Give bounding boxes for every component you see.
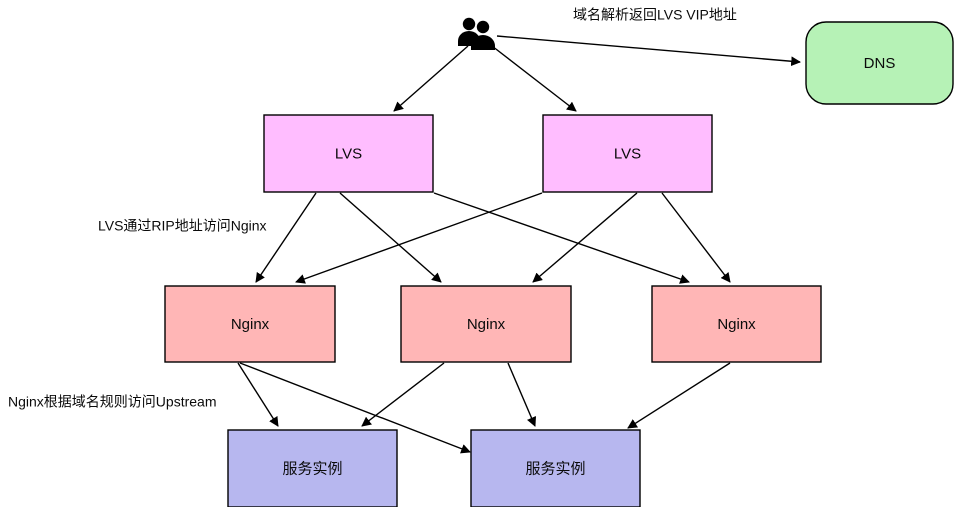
node-service-1[interactable]: 服务实例 [227,429,398,507]
node-dns-label: DNS [864,55,896,72]
node-nginx-1-shape[interactable] [164,285,336,363]
node-lvs-1[interactable]: LVS [263,114,434,193]
node-lvs-2[interactable]: LVS [542,114,713,193]
edges-layer [237,35,801,454]
node-lvs-2-label: LVS [614,145,641,162]
node-dns[interactable]: DNS [805,21,954,105]
edge-users-lvs2 [491,45,577,112]
node-service-2-shape[interactable] [470,429,641,507]
edge-lvs1-nginx1 [255,192,317,283]
edge-nginx1-svc2 [239,362,471,454]
edge-nginx3-svc2 [627,362,731,429]
edge-lvs2-nginx2 [532,192,638,283]
edge-nginx2-svc1 [361,362,445,427]
edge-labels-layer: 域名解析返回LVS VIP地址 LVS通过RIP地址访问NginxNginx根据域… [8,7,737,410]
users-icon [458,17,495,50]
node-service-2-label: 服务实例 [525,460,585,477]
edge-lvs2-nginx1 [295,192,543,284]
edge-nginx2-svc2 [507,362,537,427]
edge-lvs1-nginx3 [433,192,690,284]
node-nginx-3-shape[interactable] [651,285,822,363]
label-lvs-rip: LVS通过RIP地址访问Nginx [98,218,267,234]
node-nginx-2-label: Nginx [467,316,506,333]
node-nginx-3-label: Nginx [717,316,756,333]
node-lvs-1-label: LVS [335,145,362,162]
node-dns-shape[interactable] [805,21,954,105]
edge-lvs2-nginx3 [661,192,731,283]
node-nginx-3[interactable]: Nginx [651,285,822,363]
nodes-layer: DNS LVS LVS Nginx Nginx Nginx 服务实例 服务实例 [164,21,954,507]
actor-layer [458,17,495,50]
node-nginx-1-label: Nginx [231,316,270,333]
node-nginx-2[interactable]: Nginx [400,285,572,363]
node-lvs-1-shape[interactable] [263,114,434,193]
node-service-1-label: 服务实例 [282,460,342,477]
node-service-1-shape[interactable] [227,429,398,507]
edge-lvs1-nginx2 [339,192,442,283]
edge-users-dns [496,35,801,67]
node-nginx-2-shape[interactable] [400,285,572,363]
label-nginx-upstream: Nginx根据域名规则访问Upstream [8,394,216,410]
label-dns-resolution: 域名解析返回LVS VIP地址 [573,7,737,23]
edge-users-lvs1 [393,45,469,112]
node-nginx-1[interactable]: Nginx [164,285,336,363]
node-lvs-2-shape[interactable] [542,114,713,193]
node-service-2[interactable]: 服务实例 [470,429,641,507]
edge-nginx1-svc1 [237,362,279,427]
